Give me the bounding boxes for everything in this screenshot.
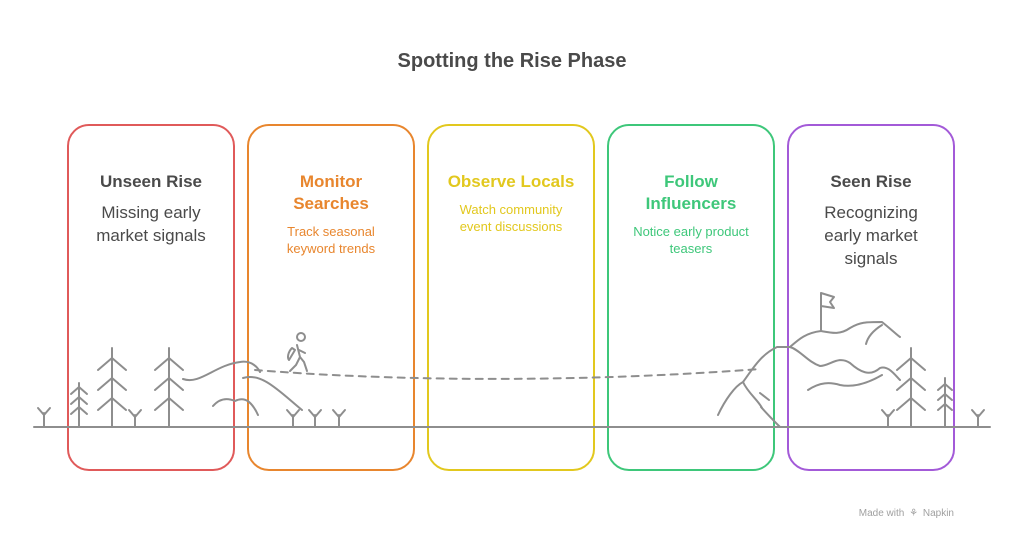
card-title: Unseen Rise xyxy=(99,172,203,191)
napkin-icon: ⚘ xyxy=(909,508,919,519)
made-with-label: Made with xyxy=(858,508,905,519)
card-title: Seen Rise xyxy=(830,172,912,191)
grass-icon xyxy=(37,407,51,428)
diagram-title: Spotting the Rise Phase xyxy=(397,50,627,72)
card-description: Track seasonal keyword trends xyxy=(286,224,376,256)
card-title: Observe Locals xyxy=(447,172,575,191)
card-description: Recognizing early market signals xyxy=(824,203,918,268)
card-description: Watch community event discussions xyxy=(459,202,563,234)
card-observe-locals: Observe Locals Watch community event dis… xyxy=(427,124,595,471)
card-follow-influencers: Follow Influencers Notice early product … xyxy=(607,124,775,471)
footer-watermark: Made with ⚘ Napkin xyxy=(859,508,954,519)
card-description: Missing early market signals xyxy=(96,203,206,245)
grass-icon xyxy=(971,409,985,428)
card-title: Monitor Searches xyxy=(293,172,369,213)
card-seen-rise: Seen Rise Recognizing early market signa… xyxy=(787,124,955,471)
card-description: Notice early product teasers xyxy=(633,224,749,256)
card-monitor-searches: Monitor Searches Track seasonal keyword … xyxy=(247,124,415,471)
card-unseen-rise: Unseen Rise Missing early market signals xyxy=(67,124,235,471)
card-title: Follow Influencers xyxy=(645,172,737,213)
brand-label: Napkin xyxy=(922,508,954,519)
